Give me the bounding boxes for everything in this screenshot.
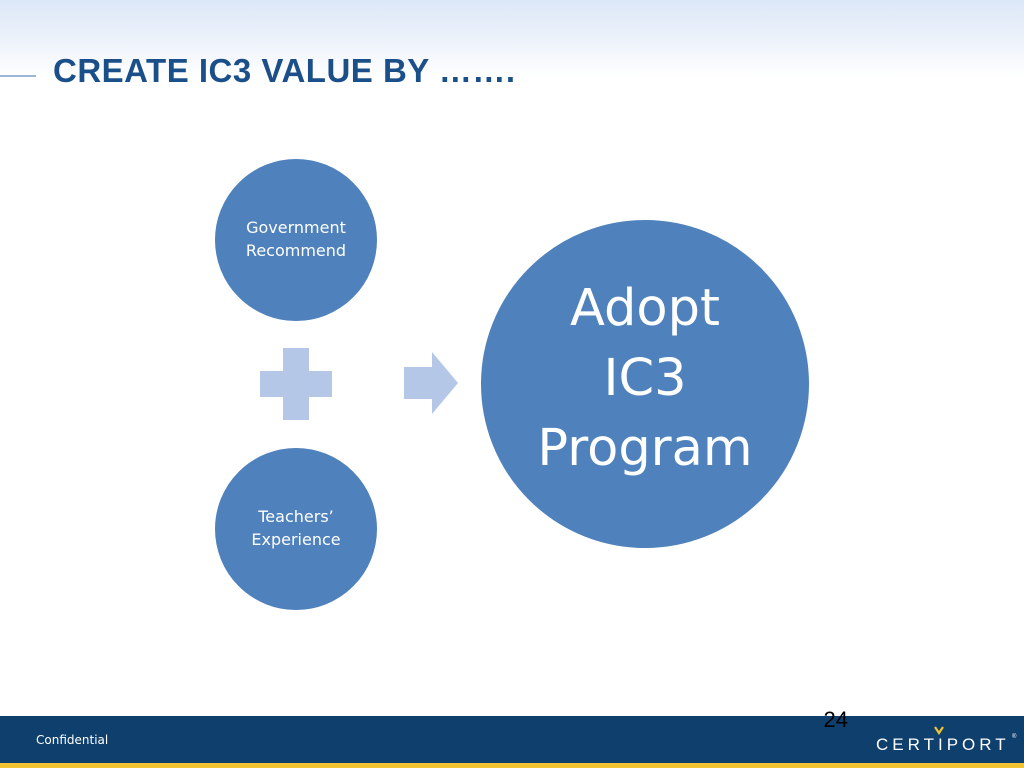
header-band: [0, 0, 1024, 78]
slide-title: CREATE IC3 VALUE BY …….: [53, 52, 516, 89]
title-rule: [0, 75, 36, 77]
adopt-ic3-program-circle: Adopt IC3 Program: [479, 218, 811, 550]
svg-text:®: ®: [1012, 733, 1017, 740]
footer-band: [0, 716, 1024, 763]
certiport-logo: CERTIPORT ®: [876, 726, 1017, 754]
page-number: 24: [823, 707, 848, 732]
svg-text:CERTIPORT: CERTIPORT: [876, 735, 1010, 754]
plus-icon: [260, 348, 332, 420]
government-recommend-circle: Government Recommend: [213, 157, 379, 323]
government-recommend-label: Government Recommend: [245, 218, 347, 260]
teachers-experience-circle: Teachers’ Experience: [213, 446, 379, 612]
confidential-label: Confidential: [36, 733, 109, 747]
teachers-experience-label: Teachers’ Experience: [251, 507, 341, 549]
adopt-ic3-program-label: Adopt IC3 Program: [537, 279, 753, 478]
footer-stripe: [0, 763, 1024, 768]
arrow-right-icon: [404, 352, 458, 414]
